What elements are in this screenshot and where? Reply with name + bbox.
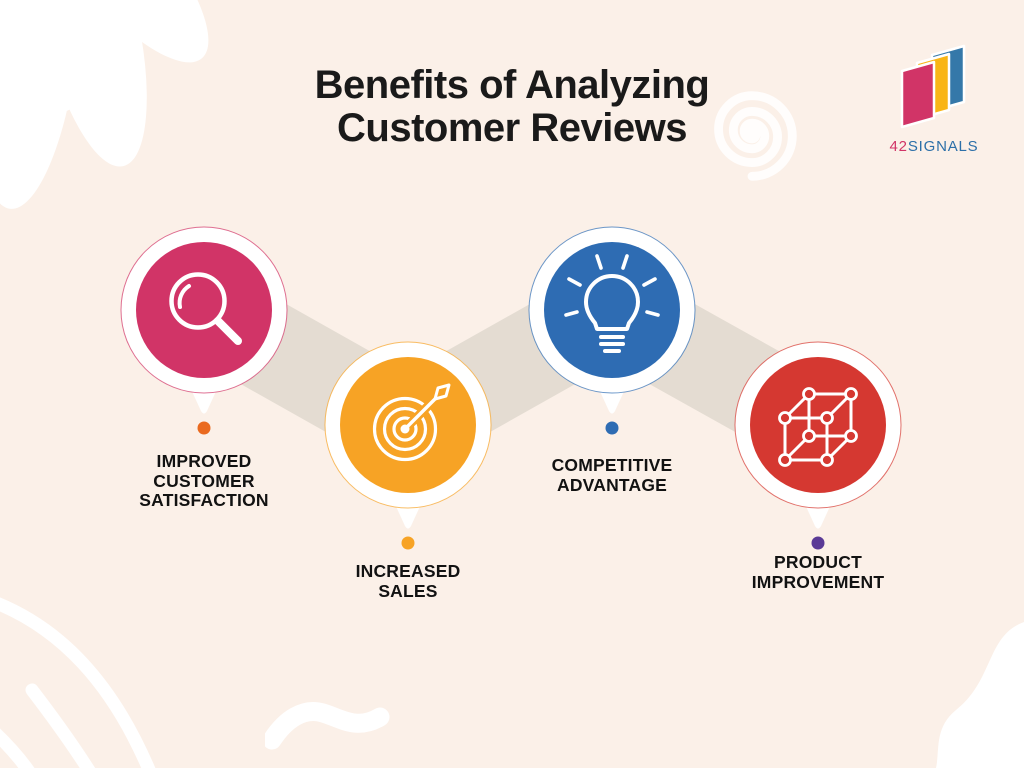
label-line: SATISFACTION [139, 490, 269, 510]
label-line: IMPROVEMENT [751, 571, 885, 592]
label-line: PRODUCT [774, 552, 862, 572]
label-line: CUSTOMER [153, 470, 255, 491]
pin-circle [544, 242, 680, 378]
pin-circle [750, 357, 886, 493]
step-label-improved-customer-satisfaction: IMPROVED CUSTOMER SATISFACTION [139, 451, 269, 511]
brush-squiggle-decoration [265, 702, 390, 750]
lightbulb-icon [564, 254, 660, 353]
corner-blob-decoration [936, 622, 1024, 768]
logo-wordmark-signals: SIGNALS [907, 138, 979, 155]
step-dot [401, 536, 415, 550]
logo-cube-icon [900, 44, 966, 129]
label-line: ADVANTAGE [556, 474, 668, 495]
label-line: INCREASED [355, 561, 461, 581]
step-dot [197, 421, 211, 435]
swirl-decoration [714, 91, 797, 181]
title-line-1: Benefits of Analyzing [314, 63, 710, 107]
step-label-increased-sales: INCREASED SALES [355, 561, 461, 601]
label-line: COMPETITIVE [551, 455, 673, 475]
step-pin-competitive-advantage [528, 226, 696, 435]
title-line-2: Customer Reviews [337, 106, 687, 150]
step-dot [811, 536, 825, 550]
step-pin-increased-sales [324, 341, 492, 550]
logo-wordmark: 42SIGNALS [888, 138, 980, 155]
arc-decoration [0, 597, 156, 768]
step-label-competitive-advantage: COMPETITIVE ADVANTAGE [551, 455, 673, 495]
step-label-product-improvement: PRODUCT IMPROVEMENT [751, 552, 885, 592]
pin-circle [136, 242, 272, 378]
step-pin-improved-customer-satisfaction [120, 226, 288, 435]
magnifier-icon [169, 272, 242, 345]
label-line: IMPROVED [156, 451, 252, 471]
logo-wordmark-42: 42 [889, 138, 908, 155]
step-pin-product-improvement [734, 341, 902, 550]
page-title: Benefits of Analyzing Customer Reviews [0, 64, 1024, 150]
target-icon [372, 383, 451, 462]
step-dot [605, 421, 619, 435]
label-line: SALES [378, 580, 438, 601]
brand-logo: 42SIGNALS [888, 42, 980, 155]
cube-icon [778, 387, 858, 467]
